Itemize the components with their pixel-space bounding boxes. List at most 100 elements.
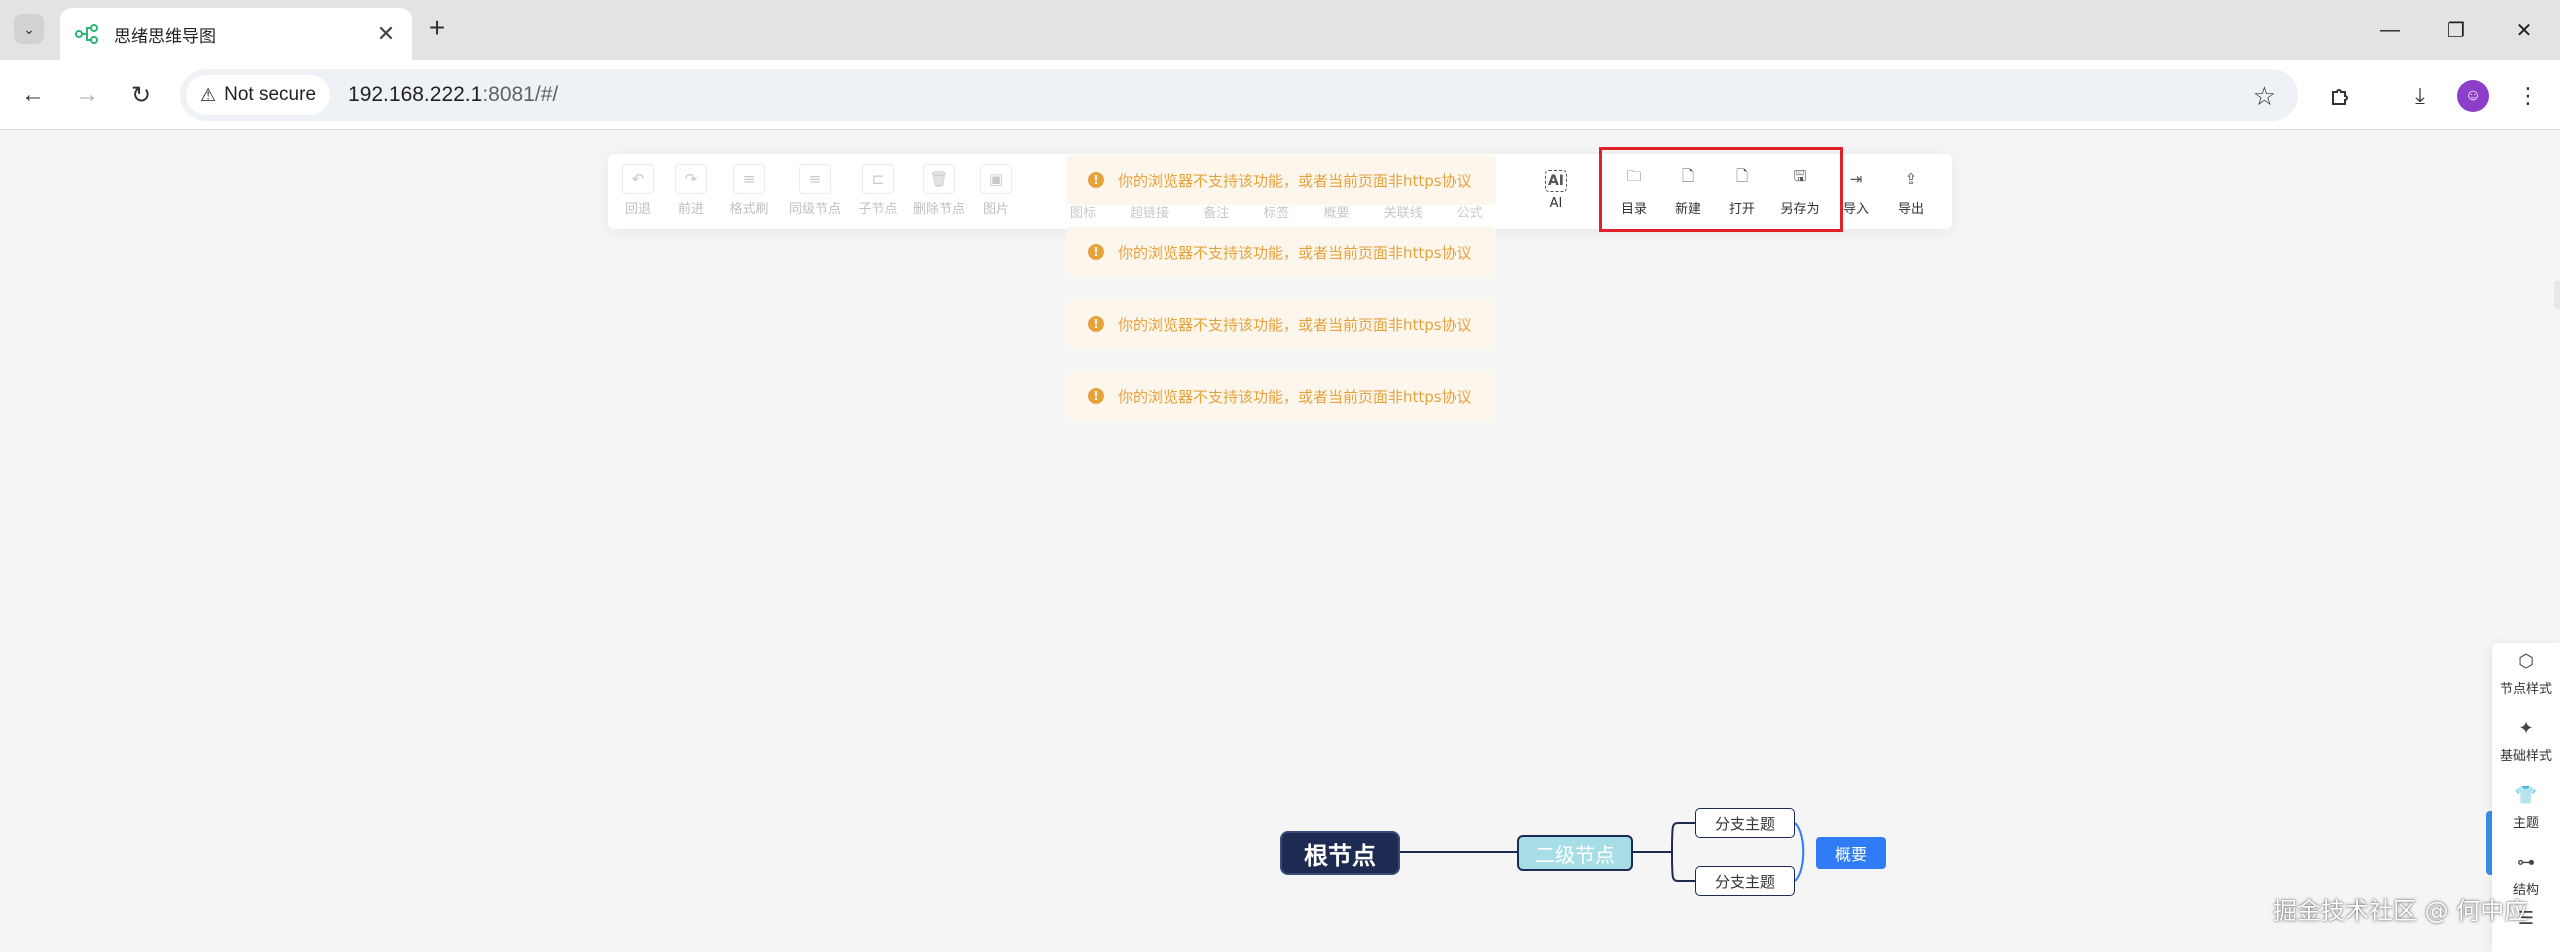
- list-icon: ☰: [2517, 907, 2535, 929]
- url-text[interactable]: 192.168.222.1:8081/#/: [348, 83, 558, 107]
- browser-tab[interactable]: 思绪思维导图 ✕: [60, 8, 412, 60]
- open-file-label: 打开: [1728, 201, 1755, 217]
- toast-message: 你的浏览器不支持该功能，或者当前页面非https协议: [1118, 315, 1472, 334]
- directory-label: 目录: [1620, 201, 1647, 217]
- export-icon: ⇪: [1904, 169, 1918, 188]
- delete-node-button[interactable]: 🗑 删除节点: [909, 160, 969, 220]
- warning-toast: ! 你的浏览器不支持该功能，或者当前页面非https协议: [1066, 227, 1496, 277]
- node-style-icon: ⬡: [2518, 651, 2534, 672]
- ai-icon: AI: [1545, 169, 1567, 192]
- mindmap-favicon-icon: [74, 21, 100, 47]
- watermark: 掘金技术社区 @ 何中应: [2273, 897, 2529, 925]
- warning-toast: ! 你的浏览器不支持该功能，或者当前页面非https协议: [1066, 299, 1496, 349]
- menu-kebab-icon[interactable]: ⋮: [2517, 83, 2539, 108]
- bookmark-star-icon[interactable]: ☆: [2252, 81, 2276, 111]
- sibling-node-icon: ≡: [799, 163, 831, 194]
- save-as-icon: 🖫: [1793, 167, 1807, 185]
- branch-node[interactable]: 分支主题: [1695, 808, 1795, 838]
- format-brush-label: 格式刷: [729, 201, 769, 217]
- mindmap-connectors: [1398, 822, 1805, 882]
- restore-icon[interactable]: ❐: [2447, 19, 2465, 42]
- root-node[interactable]: 根节点: [1282, 833, 1398, 873]
- save-as-label: 另存为: [1780, 201, 1820, 217]
- reload-icon[interactable]: ↻: [130, 81, 152, 109]
- warning-circle-icon: !: [1088, 388, 1104, 404]
- sidebar-item-base-style[interactable]: ✦ 基础样式: [2492, 710, 2560, 772]
- toast-message: 你的浏览器不支持该功能，或者当前页面非https协议: [1118, 171, 1472, 190]
- branch-node[interactable]: 分支主题: [1695, 866, 1795, 896]
- profile-avatar[interactable]: ☺: [2457, 80, 2489, 112]
- format-brush-button[interactable]: ≡ 格式刷: [719, 160, 779, 220]
- format-brush-icon: ≡: [733, 163, 765, 194]
- save-as-button[interactable]: 🖫 另存为: [1770, 160, 1830, 220]
- open-file-button[interactable]: 🗋 打开: [1712, 160, 1772, 220]
- sidebar-item-label: 结构: [2512, 883, 2539, 898]
- delete-node-label: 删除节点: [912, 201, 965, 217]
- redo-button[interactable]: ↷ 前进: [661, 160, 721, 220]
- sidebar-item-structure[interactable]: ⊶ 结构: [2492, 844, 2560, 906]
- right-sidebar: ⬡ 节点样式 ✦ 基础样式 👕 主题 ⊶ 结构 ☰: [2492, 643, 2560, 952]
- child-node-button[interactable]: ⊏ 子节点: [848, 160, 908, 220]
- security-chip[interactable]: ⚠ Not secure: [186, 75, 331, 115]
- tab-title: 思绪思维导图: [114, 26, 216, 47]
- ai-label: AI: [1549, 195, 1563, 211]
- redo-label: 前进: [677, 201, 704, 217]
- image-label: 图片: [982, 201, 1009, 217]
- sibling-node-button[interactable]: ≡ 同级节点: [785, 160, 845, 220]
- new-file-button[interactable]: 🗋 新建: [1658, 160, 1718, 220]
- undo-button[interactable]: ↶ 回退: [608, 160, 668, 220]
- new-tab-button[interactable]: +: [428, 12, 446, 43]
- warning-triangle-icon: ⚠: [200, 84, 217, 105]
- import-button[interactable]: ⇥ 导入: [1826, 160, 1886, 220]
- new-file-label: 新建: [1674, 201, 1701, 217]
- level2-node[interactable]: 二级节点: [1517, 835, 1633, 871]
- tab-search-button[interactable]: ⌄: [14, 14, 44, 44]
- warning-toast: ! 你的浏览器不支持该功能，或者当前页面非https协议: [1066, 371, 1496, 421]
- browser-toolbar: ← → ↻ ⚠ Not secure 192.168.222.1:8081/#/…: [0, 60, 2560, 130]
- sidebar-item-theme[interactable]: 👕 主题: [2492, 777, 2560, 839]
- warning-circle-icon: !: [1088, 172, 1104, 188]
- chevron-down-icon: ⌄: [23, 20, 35, 37]
- shirt-icon: 👕: [2514, 785, 2538, 806]
- folder-icon: 🗀: [1626, 167, 1642, 185]
- toast-message: 你的浏览器不支持该功能，或者当前页面非https协议: [1118, 243, 1472, 262]
- redo-icon: ↷: [675, 163, 707, 194]
- image-button[interactable]: ▣ 图片: [966, 160, 1026, 220]
- minimize-icon[interactable]: —: [2380, 18, 2400, 41]
- ai-button[interactable]: AI AI: [1526, 160, 1586, 220]
- hidden-tool-labels: 图标 超链接 备注 标签 概要 关联线 公式 外框: [1070, 206, 1500, 221]
- delete-icon: 🗑: [923, 163, 955, 194]
- directory-button[interactable]: 🗀 目录: [1604, 160, 1664, 220]
- browser-tab-bar: ⌄ 思绪思维导图 ✕ + — ❐ ✕: [0, 0, 2560, 60]
- sidebar-item-node-style[interactable]: ⬡ 节点样式: [2492, 643, 2560, 705]
- url-path: :8081/#/: [482, 83, 559, 106]
- undo-icon: ↶: [622, 163, 654, 194]
- sidebar-item-label: 节点样式: [2499, 682, 2552, 697]
- security-chip-label: Not secure: [224, 84, 317, 105]
- forward-icon[interactable]: →: [75, 81, 99, 108]
- sidebar-item-more[interactable]: ☰: [2492, 901, 2560, 941]
- warning-toast: ! 你的浏览器不支持该功能，或者当前页面非https协议: [1066, 155, 1496, 205]
- address-bar[interactable]: ⚠ Not secure 192.168.222.1:8081/#/ ☆: [180, 69, 2298, 121]
- back-icon[interactable]: ←: [21, 81, 45, 108]
- tab-close-icon[interactable]: ✕: [376, 21, 396, 46]
- window-close-icon[interactable]: ✕: [2515, 19, 2533, 42]
- sidebar-toggle-handle[interactable]: [2486, 811, 2494, 875]
- summary-node[interactable]: 概要: [1816, 837, 1886, 869]
- export-label: 导出: [1897, 201, 1924, 217]
- file-actions-highlight: [1599, 147, 1843, 232]
- extensions-icon[interactable]: [2322, 78, 2358, 114]
- download-icon[interactable]: ⤓: [2415, 83, 2425, 108]
- url-host: 192.168.222.1: [348, 83, 483, 106]
- mindmap-canvas[interactable]: ↶ 回退 ↷ 前进 ≡ 格式刷 ≡ 同级节点 ⊏ 子节点 🗑 删除节点 ▣ 图片…: [0, 131, 2560, 952]
- warning-circle-icon: !: [1088, 316, 1104, 332]
- sidebar-item-label: 主题: [2512, 816, 2539, 831]
- open-file-icon: 🗋: [1735, 167, 1749, 185]
- edge-handle[interactable]: [2554, 281, 2560, 309]
- undo-label: 回退: [624, 201, 651, 217]
- child-node-label: 子节点: [858, 201, 898, 217]
- export-button[interactable]: ⇪ 导出: [1881, 160, 1941, 220]
- image-icon: ▣: [980, 163, 1012, 194]
- sibling-node-label: 同级节点: [788, 201, 841, 217]
- import-label: 导入: [1842, 201, 1869, 217]
